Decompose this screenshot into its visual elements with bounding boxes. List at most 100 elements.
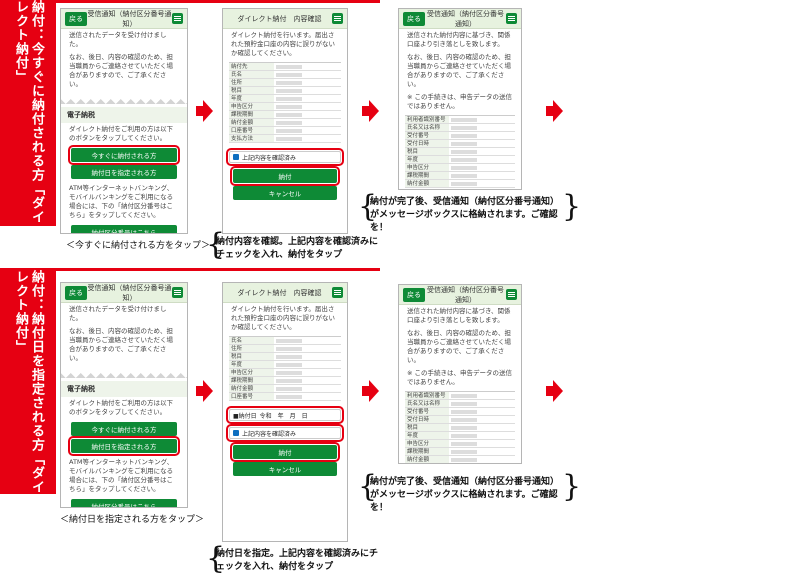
back-button[interactable]: 戻る: [403, 11, 425, 26]
table-row: 年度: [405, 432, 515, 440]
pay-date-button[interactable]: 納付日を指定される方: [71, 165, 177, 179]
confirmed-checkbox[interactable]: 上記内容を確認済み: [226, 148, 344, 166]
confirm-text: ダイレクト納付を行います。届出された預貯金口座の内容に誤りがないか確認してくださ…: [231, 31, 335, 57]
caption-tap-now: ＜今すぐに納付される方をタップ＞: [66, 241, 211, 251]
caption-tap-date: ＜納付日を指定される方をタップ＞: [60, 515, 205, 525]
notice-text: なお、後日、内容の確認のため、担当職員からご連絡させていただく場合がありますので…: [69, 53, 173, 88]
table-row: 申告区分: [229, 103, 341, 111]
table-row: 年度: [229, 361, 341, 369]
section-title: 電子納税: [61, 381, 187, 397]
screen-title: ダイレクト納付 内容確認: [237, 14, 322, 23]
table-row: 受付番号: [405, 408, 515, 416]
brace-right: }: [562, 469, 582, 504]
note-text: ※ この手続きは、申告データの送信ではありません。: [407, 93, 513, 110]
banner-pay-date-text: 納付：納付日を指定される方「ダイレクト納付」: [13, 270, 44, 494]
table-row: 住所: [229, 345, 341, 353]
table-row: 課税期間: [229, 377, 341, 385]
brace-right: }: [562, 189, 582, 224]
caption-complete-top: 納付が完了後、受信通知（納付区分番号通知）がメッセージボックスに格納されます。ご…: [370, 197, 560, 233]
caption-confirm-bottom: 納付日を指定。上記内容を確認済みにチェックを入れ、納付をタップ: [216, 549, 379, 572]
screen-header: 戻る 受信通知（納付区分番号通知）: [61, 283, 187, 303]
pay-now-button[interactable]: 今すぐに納付される方: [68, 145, 180, 165]
notice-text: なお、後日、内容の確認のため、担当職員からご連絡させていただく場合がありますので…: [407, 53, 511, 88]
brace-left: {: [358, 469, 378, 504]
menu-icon[interactable]: [506, 13, 517, 24]
direct-pay-text: ダイレクト納付をご利用の方は以下のボタンをタップしてください。: [69, 399, 173, 416]
table-row: 課税期間: [405, 448, 515, 456]
table-row: 納付金額: [229, 119, 341, 127]
table-row: 口座番号: [229, 127, 341, 135]
arrow-right-icon: [196, 100, 213, 122]
table-row: 氏名又は名称: [405, 124, 515, 132]
payment-date-picker[interactable]: ■納付日 令和 年 月 日: [226, 406, 344, 424]
confirm-text: ダイレクト納付を行います。届出された預貯金口座の内容に誤りがないか確認してくださ…: [231, 305, 335, 331]
receipt-screen-top: 戻る 受信通知（納付区分番号通知） 送信されたデータを受け付けました。 なお、後…: [60, 8, 188, 234]
table-row: 申告区分: [229, 369, 341, 377]
menu-icon[interactable]: [172, 287, 183, 298]
table-row: 申告区分: [405, 164, 515, 172]
atm-text: ATM等インターネットバンキング、モバイルバンキングをご利用になる場合には、下の…: [69, 184, 174, 219]
table-row: 利用者識別番号: [405, 392, 515, 400]
screen-header: 戻る 受信通知（納付区分番号通知）: [399, 9, 521, 29]
menu-icon[interactable]: [332, 287, 343, 298]
cut-divider: [61, 94, 187, 104]
banner-top-line: [0, 0, 380, 3]
cut-divider: [61, 368, 187, 378]
menu-icon[interactable]: [332, 13, 343, 24]
banner-pay-now-text: 納付：今すぐに納付される方「ダイレクト納付」: [13, 0, 44, 224]
result-table: 利用者識別番号 氏名又は名称 受付番号 受付日時 税目 年度 申告区分 課税期間…: [405, 115, 515, 188]
table-row: 税目: [405, 424, 515, 432]
checkbox-icon: [233, 154, 239, 160]
arrow-right-icon: [546, 380, 563, 402]
table-row: 税目: [405, 148, 515, 156]
table-row: 納付金額: [229, 385, 341, 393]
arrow-right-icon: [196, 380, 213, 402]
pay-date-button[interactable]: 納付日を指定される方: [68, 436, 180, 456]
detail-table: 納付先 氏名 住所 税目 年度 申告区分 課税期間 納付金額 口座番号 支払方法: [229, 62, 341, 143]
completion-screen-top: 戻る 受信通知（納付区分番号通知） 送信された納付内容に基づき、関係口座より引き…: [398, 8, 522, 190]
banner-pay-now: 納付：今すぐに納付される方「ダイレクト納付」: [0, 0, 56, 226]
note-text: ※ この手続きは、申告データの送信ではありません。: [407, 369, 513, 386]
pay-button[interactable]: 納付: [230, 442, 340, 462]
completion-screen-bottom: 戻る 受信通知（納付区分番号通知） 送信された納付内容に基づき、関係口座より引き…: [398, 284, 522, 464]
back-button[interactable]: 戻る: [65, 11, 87, 26]
menu-icon[interactable]: [172, 13, 183, 24]
table-row: 年度: [405, 156, 515, 164]
table-row: 税目: [229, 353, 341, 361]
arrow-right-icon: [362, 380, 379, 402]
cancel-button[interactable]: キャンセル: [233, 186, 337, 200]
screen-header: 戻る 受信通知（納付区分番号通知）: [399, 285, 521, 305]
notice-text: なお、後日、内容の確認のため、担当職員からご連絡させていただく場合がありますので…: [69, 327, 173, 362]
table-row: 口座番号: [229, 393, 341, 401]
notice-text: なお、後日、内容の確認のため、担当職員からご連絡させていただく場合がありますので…: [407, 329, 511, 364]
pay-now-button[interactable]: 今すぐに納付される方: [71, 422, 177, 436]
table-row: 納付先: [229, 63, 341, 71]
atm-text: ATM等インターネットバンキング、モバイルバンキングをご利用になる場合には、下の…: [69, 458, 174, 493]
payment-number-button[interactable]: 納付区分番号はこちら: [71, 225, 177, 233]
table-row: 利用者識別番号: [405, 116, 515, 124]
brace-left: {: [206, 227, 226, 262]
back-button[interactable]: 戻る: [403, 287, 425, 302]
confirm-screen-top: ダイレクト納付 内容確認 ダイレクト納付を行います。届出された預貯金口座の内容に…: [222, 8, 348, 234]
direct-pay-text: ダイレクト納付をご利用の方は以下のボタンをタップしてください。: [69, 125, 173, 142]
table-row: 受付日時: [405, 416, 515, 424]
screen-header: ダイレクト納付 内容確認: [223, 9, 347, 29]
table-row: 納付金額: [405, 456, 515, 463]
table-row: 申告区分: [405, 440, 515, 448]
cancel-button[interactable]: キャンセル: [233, 462, 337, 476]
table-row: 納付金額: [405, 180, 515, 188]
caption-complete-bottom: 納付が完了後、受信通知（納付区分番号通知）がメッセージボックスに格納されます。ご…: [370, 477, 560, 513]
arrow-right-icon: [362, 100, 379, 122]
date-value[interactable]: 令和 年 月 日: [259, 412, 308, 420]
result-table: 利用者識別番号 氏名又は名称 受付番号 受付日時 税目 年度 申告区分 課税期間…: [405, 391, 515, 463]
brace-left: {: [358, 189, 378, 224]
back-button[interactable]: 戻る: [65, 285, 87, 300]
table-row: 年度: [229, 95, 341, 103]
menu-icon[interactable]: [506, 289, 517, 300]
pay-button[interactable]: 納付: [230, 166, 340, 186]
confirm-screen-bottom: ダイレクト納付 内容確認 ダイレクト納付を行います。届出された預貯金口座の内容に…: [222, 282, 348, 542]
screen-header: 戻る 受信通知（納付区分番号通知）: [61, 9, 187, 29]
payment-number-button[interactable]: 納付区分番号はこちら: [71, 499, 177, 507]
caption-confirm-top: 納付内容を確認。上記内容を確認済みにチェックを入れ、納付をタップ: [216, 237, 379, 260]
confirmed-checkbox[interactable]: 上記内容を確認済み: [226, 424, 344, 442]
